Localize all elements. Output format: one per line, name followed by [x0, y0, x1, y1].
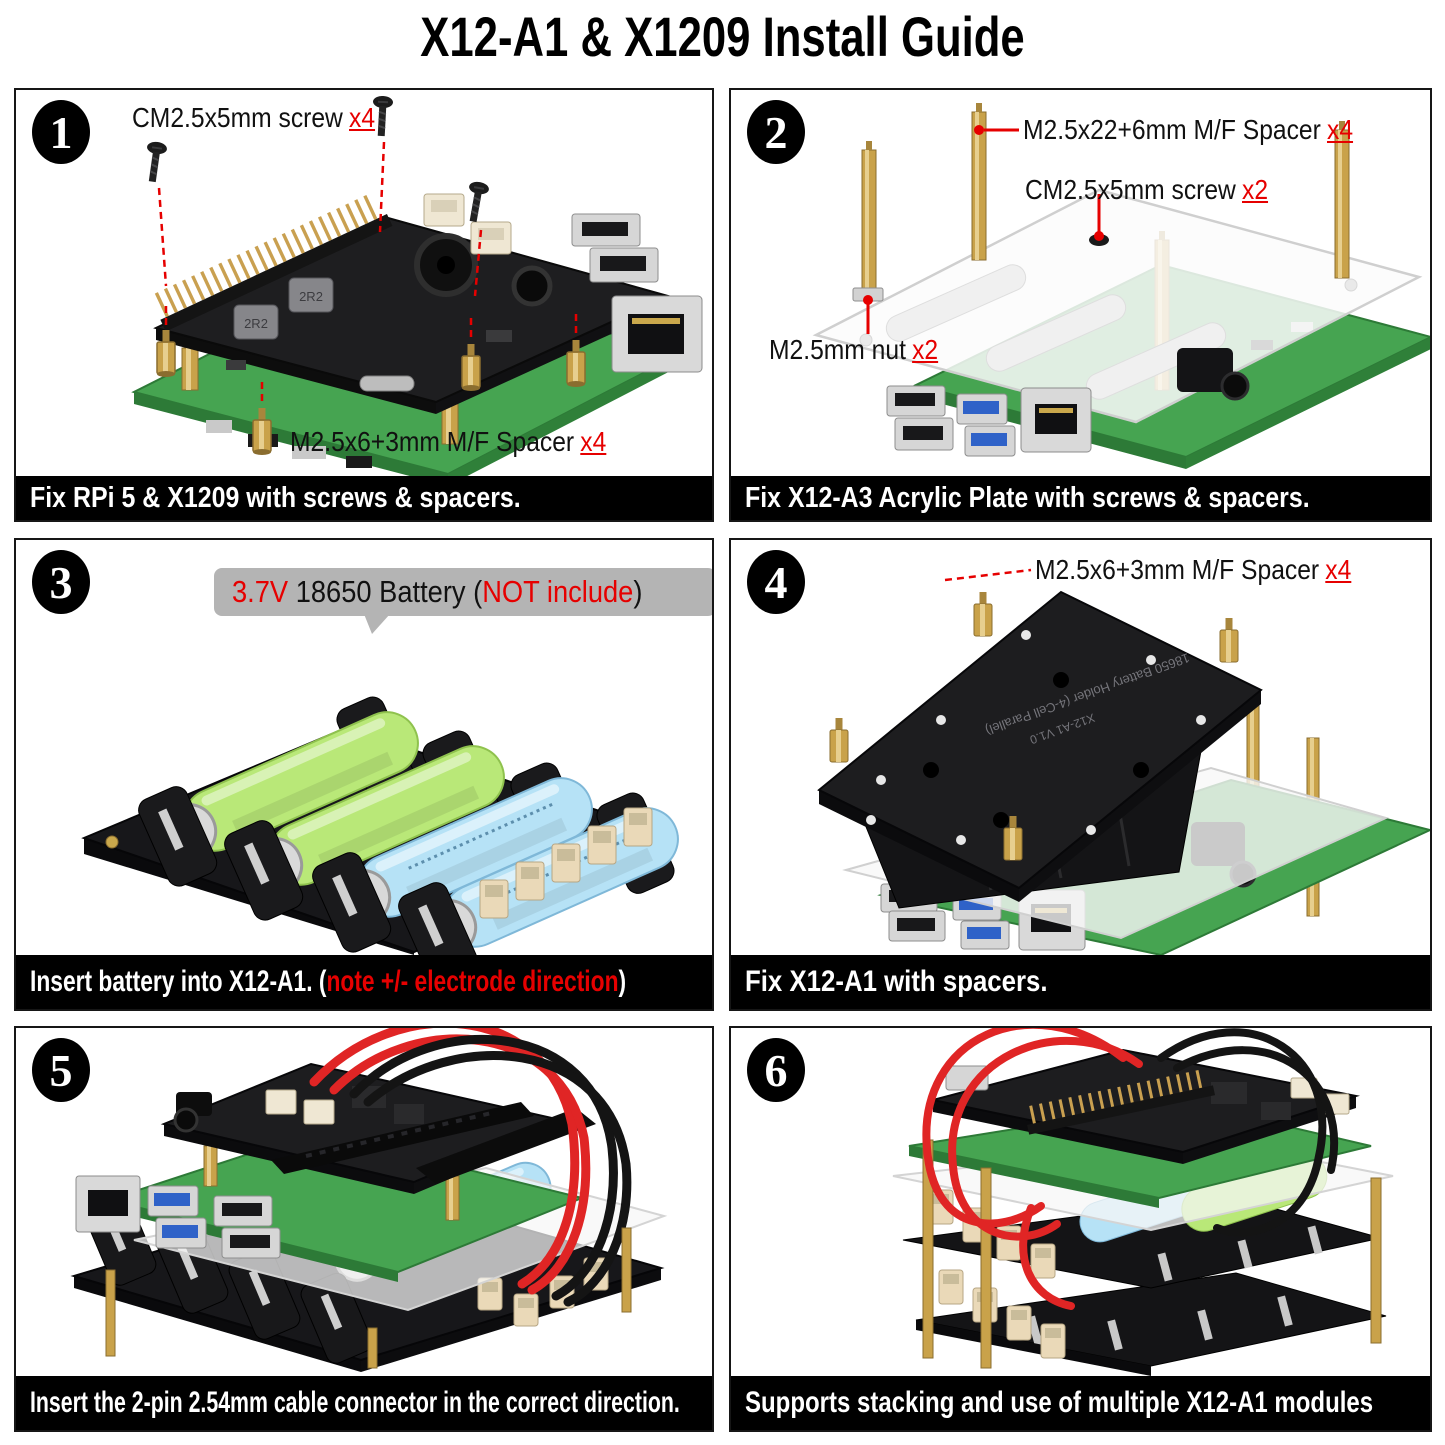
- x1209-board: [160, 1062, 596, 1194]
- screw-icon: [141, 139, 169, 185]
- step-number-badge: 5: [32, 1038, 90, 1102]
- usb-ethernet-ports: [886, 348, 1250, 457]
- x1209-board: 2R2 2R2: [153, 193, 671, 414]
- batteries-18650: [138, 696, 679, 955]
- step4-illustration-x12a1-stack: 18650 Battery Holder (4-Cell Parallel) X…: [817, 568, 1430, 955]
- step-number-badge: 1: [32, 100, 90, 164]
- lower-battery-module: [915, 1272, 1387, 1376]
- audio-jack-icon: [1177, 348, 1233, 392]
- leader-line: [944, 568, 1032, 582]
- step-number-badge: 3: [32, 550, 90, 614]
- leader-lines: [863, 125, 1109, 334]
- step-caption: Fix X12-A3 Acrylic Plate with screws & s…: [731, 476, 1430, 520]
- step-2-panel: 2: [729, 88, 1432, 522]
- step-caption: Insert battery into X12-A1. (note +/- el…: [16, 955, 712, 1009]
- page-title: X12-A1 & X1209 Install Guide: [420, 5, 1025, 68]
- gpio-pin-header-icon: [154, 194, 393, 332]
- brass-posts: [105, 1227, 632, 1369]
- spacers-on-board: [829, 592, 1239, 861]
- step5-illustration-cable-connection: [70, 1028, 668, 1372]
- step-3-panel: 3: [14, 538, 714, 1011]
- usb-ethernet-ports: [75, 1175, 281, 1259]
- usb-c-port-icon: [359, 375, 415, 392]
- gpio-header-icon: [271, 1102, 534, 1174]
- inductor-icon: 2R2: [233, 304, 279, 340]
- step-4-panel: 4: [729, 538, 1432, 1011]
- usb-ethernet-ports: [571, 213, 703, 373]
- battery-callout-bubble: 3.7V 18650 Battery (NOT include): [214, 568, 712, 634]
- standoff-icon: [203, 1145, 218, 1187]
- step-caption: Fix X12-A1 with spacers.: [731, 955, 1430, 1009]
- step3-illustration-battery-board: [81, 696, 679, 955]
- step-number-badge: 2: [747, 100, 805, 164]
- svg-text:2R2: 2R2: [299, 289, 323, 304]
- step2-illustration-acrylic-plate: [812, 103, 1430, 469]
- jst-connectors: [479, 807, 653, 919]
- step6-illustration-stacked-modules: [892, 1028, 1394, 1376]
- step-caption: Insert the 2-pin 2.54mm cable connector …: [16, 1376, 712, 1430]
- standoff-icon: [445, 1175, 460, 1221]
- tall-standoffs: [852, 103, 1350, 302]
- power-cables: [309, 1028, 632, 1307]
- power-cables: [922, 1028, 1339, 1310]
- x1209-board: [932, 1048, 1360, 1164]
- svg-text:2R2: 2R2: [244, 316, 268, 331]
- x12a1-board-top: 18650 Battery Holder (4-Cell Parallel) X…: [817, 590, 1263, 902]
- step-number-badge: 6: [747, 1038, 805, 1102]
- dc-jack-icon: [511, 265, 553, 307]
- spacers-with-leaders: [156, 306, 586, 456]
- step-caption: Supports stacking and use of multiple X1…: [731, 1376, 1430, 1430]
- gpio-pin-header-icon: [1027, 1070, 1216, 1135]
- screw-icon: [462, 179, 491, 225]
- step-5-panel: 5: [14, 1026, 714, 1432]
- step-caption: Fix RPi 5 & X1209 with screws & spacers.: [16, 476, 712, 520]
- screws-with-leaders: [141, 94, 491, 297]
- step1-illustration-exploded-rpi5-x1209: 2R2 2R2: [131, 94, 703, 476]
- inductor-icon: 2R2: [288, 277, 334, 313]
- step-number-badge: 4: [747, 550, 805, 614]
- acrylic-plate: [812, 188, 1423, 424]
- step-6-panel: 6: [729, 1026, 1432, 1432]
- step-1-panel: 1: [14, 88, 714, 522]
